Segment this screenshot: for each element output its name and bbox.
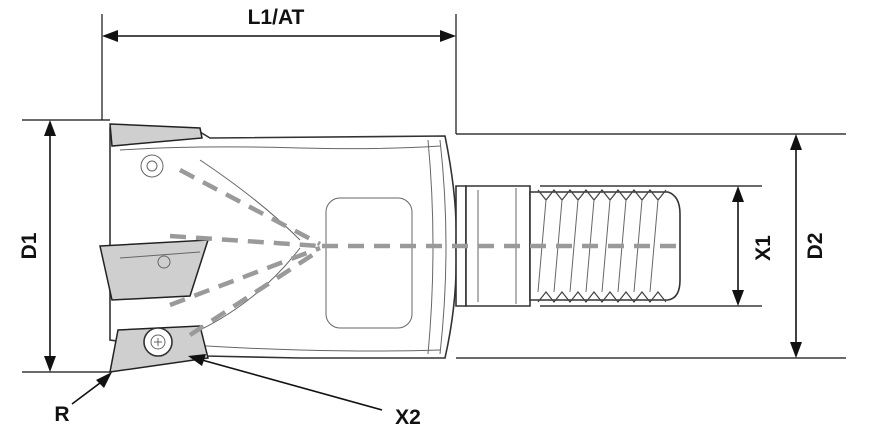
label-x2: X2 [395, 406, 421, 429]
dimension-d2: D2 [456, 133, 846, 359]
label-d1: D1 [18, 232, 41, 259]
dimension-d1: D1 [18, 119, 110, 373]
shank [455, 185, 531, 307]
thread [529, 189, 681, 303]
leader-r: R [54, 372, 112, 426]
coolant-channel-top [178, 168, 322, 246]
dimension-l1-at: L1/AT [101, 6, 457, 134]
cutting-insert [99, 239, 210, 301]
label-l1-at: L1/AT [248, 6, 305, 29]
label-r: R [54, 403, 69, 426]
label-d2: D2 [804, 233, 827, 260]
label-x1: X1 [752, 235, 775, 261]
coolant-channels [169, 168, 684, 337]
coolant-channel-lower [169, 245, 321, 308]
leader-x2: X2 [188, 354, 421, 429]
body-flat [325, 197, 413, 329]
dimension-x1: X1 [540, 185, 775, 307]
